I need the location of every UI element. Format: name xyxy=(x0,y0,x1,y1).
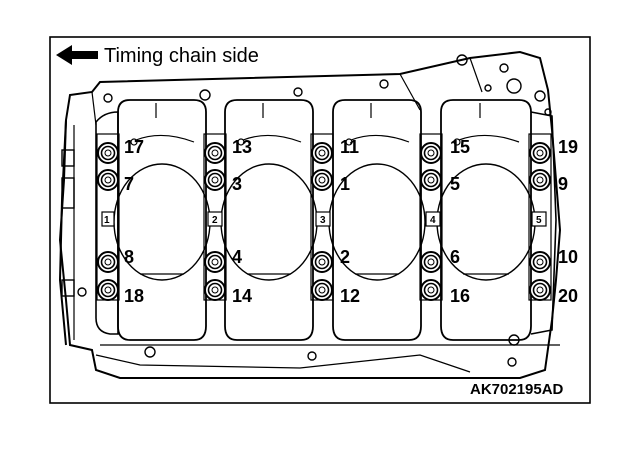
bolt-center xyxy=(318,149,326,157)
bolt-socket xyxy=(532,282,548,298)
bolt-socket xyxy=(314,145,330,161)
svg-text:2: 2 xyxy=(212,215,218,226)
svg-text:1: 1 xyxy=(104,215,110,226)
bolt-socket xyxy=(423,282,439,298)
bolt-center xyxy=(427,149,435,157)
bolt-label: 2 xyxy=(340,247,350,267)
bolt-label: 15 xyxy=(450,137,470,157)
bolt-label: 5 xyxy=(450,174,460,194)
bolt-label: 19 xyxy=(558,137,578,157)
end-plate-right xyxy=(530,111,557,335)
cylinder-marker-4: 4 xyxy=(425,211,441,227)
bolt-center xyxy=(427,176,435,184)
bore-plate xyxy=(440,99,532,341)
bolt-socket xyxy=(314,282,330,298)
bolt-center xyxy=(104,149,112,157)
bolt-label: 17 xyxy=(124,137,144,157)
bolt-center xyxy=(536,176,544,184)
bolt-label: 16 xyxy=(450,286,470,306)
bolt-label: 10 xyxy=(558,247,578,267)
bolt-label: 8 xyxy=(124,247,134,267)
bolt-socket xyxy=(314,172,330,188)
bolt-center xyxy=(427,258,435,266)
bolt-socket xyxy=(423,172,439,188)
bolt-socket xyxy=(207,145,223,161)
bolt-socket xyxy=(207,172,223,188)
bolt-center xyxy=(211,149,219,157)
arrow-left-icon xyxy=(56,45,98,65)
bolt-center xyxy=(536,286,544,294)
bolt-label: 6 xyxy=(450,247,460,267)
bolt-label: 18 xyxy=(124,286,144,306)
svg-text:4: 4 xyxy=(430,215,436,226)
bolt-label: 14 xyxy=(232,286,252,306)
cylinder-marker-3: 3 xyxy=(315,211,331,227)
bore-curve xyxy=(135,134,195,143)
bolt-label: 4 xyxy=(232,247,242,267)
bore-plate xyxy=(117,99,207,341)
svg-text:5: 5 xyxy=(536,215,542,226)
bore-hole xyxy=(453,138,461,146)
bolt-label: 12 xyxy=(340,286,360,306)
bore-curve xyxy=(350,134,410,143)
bolt-label: 7 xyxy=(124,174,134,194)
bolt-label: 9 xyxy=(558,174,568,194)
bolt-center xyxy=(318,258,326,266)
bolt-socket xyxy=(207,282,223,298)
bolt-center xyxy=(536,149,544,157)
bolt-center xyxy=(318,286,326,294)
direction-label: Timing chain side xyxy=(104,45,259,67)
cylinder-marker-5: 5 xyxy=(531,211,547,227)
bolt-label: 11 xyxy=(340,137,359,157)
bolt-label: 3 xyxy=(232,174,242,194)
bolt-socket xyxy=(100,254,116,270)
bolt-center xyxy=(427,286,435,294)
bolt-socket xyxy=(314,254,330,270)
bolt-label: 20 xyxy=(558,286,578,306)
bore-hole xyxy=(345,138,353,146)
head-bolts xyxy=(96,133,552,301)
bolt-socket xyxy=(532,254,548,270)
bore-plate xyxy=(332,99,422,341)
bolt-center xyxy=(104,258,112,266)
bolt-label: 1 xyxy=(340,174,350,194)
figure-code: AK702195AD xyxy=(470,381,564,398)
bolt-center xyxy=(104,176,112,184)
bore-curve xyxy=(242,134,302,143)
bore-plate xyxy=(224,99,314,341)
cylinder-marker-1: 1 xyxy=(101,211,115,227)
bolt-socket xyxy=(100,282,116,298)
bolt-socket xyxy=(423,254,439,270)
bolt-center xyxy=(104,286,112,294)
bore-hole xyxy=(237,138,245,146)
bolt-socket xyxy=(532,172,548,188)
bore-hole xyxy=(130,138,138,146)
bolt-socket xyxy=(100,172,116,188)
bore-curve xyxy=(458,134,520,143)
bolt-socket xyxy=(100,145,116,161)
bolt-socket xyxy=(532,145,548,161)
bolt-socket xyxy=(423,145,439,161)
bolt-label: 13 xyxy=(232,137,252,157)
bolt-center xyxy=(211,258,219,266)
bolt-center xyxy=(536,258,544,266)
bolt-center xyxy=(211,176,219,184)
bolt-center xyxy=(318,176,326,184)
bolt-socket xyxy=(207,254,223,270)
bolt-center xyxy=(211,286,219,294)
end-plate-left xyxy=(95,111,119,335)
svg-text:3: 3 xyxy=(320,215,326,226)
cylinder-marker-2: 2 xyxy=(207,211,223,227)
engine-block xyxy=(58,50,562,379)
